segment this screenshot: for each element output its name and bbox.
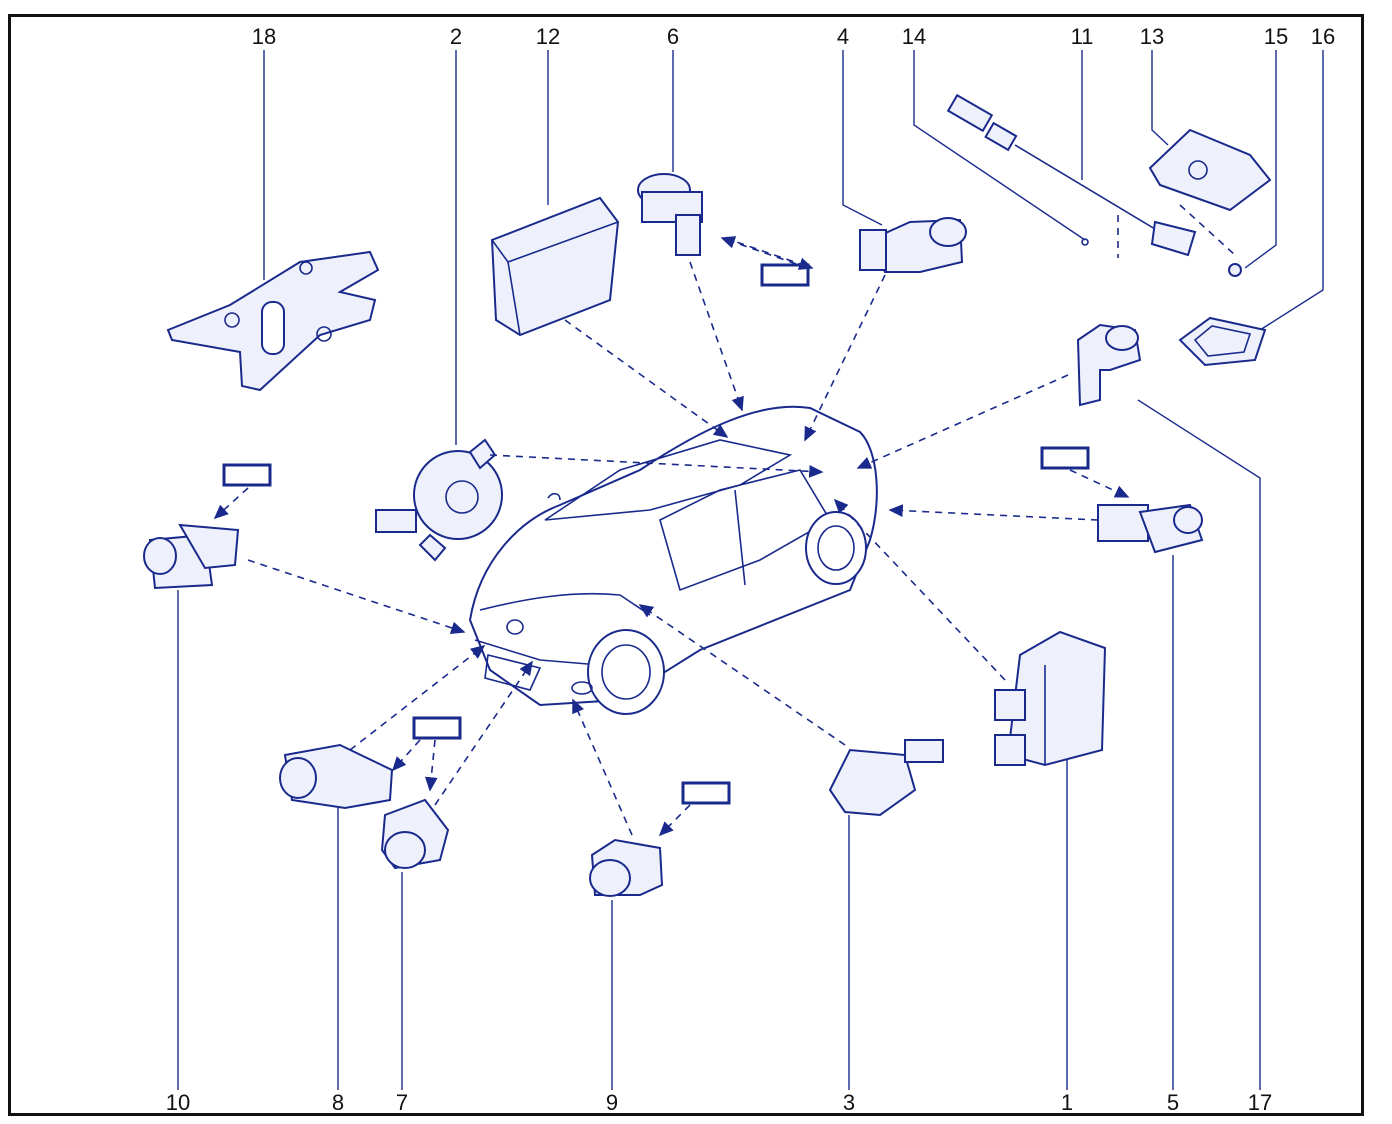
part-12-module: [490, 196, 620, 337]
label-9: 9: [605, 1090, 619, 1115]
label-18: 18: [251, 24, 277, 49]
part-8-sensor: [279, 743, 394, 810]
part-3-buzzer: [828, 739, 944, 817]
connection-arrows: [213, 204, 1236, 837]
car-illustration: [468, 405, 878, 715]
part-11-cable: [946, 93, 1197, 257]
label-13: 13: [1139, 24, 1165, 49]
label-4: 4: [836, 24, 850, 49]
part-7-sensor: [380, 798, 450, 870]
label-2: 2: [449, 24, 463, 49]
label-11: 11: [1070, 24, 1094, 49]
label-10: 10: [165, 1090, 191, 1115]
label-5: 5: [1166, 1090, 1180, 1115]
label-16: 16: [1310, 24, 1336, 49]
part-17-sensor: [1076, 323, 1142, 407]
part-9-sensor: [589, 838, 664, 897]
part-13-bracket: [1148, 128, 1272, 212]
label-17: 17: [1247, 1090, 1273, 1115]
label-1: 1: [1060, 1090, 1074, 1115]
label-7: 7: [395, 1090, 409, 1115]
part-16-trim: [1178, 316, 1267, 367]
part-15-screw: [1228, 263, 1242, 277]
part-1-module: [994, 630, 1107, 767]
part-5-sensor: [1097, 503, 1204, 554]
label-12: 12: [535, 24, 561, 49]
part-4-sensor: [859, 217, 967, 273]
label-3: 3: [842, 1090, 856, 1115]
label-8: 8: [331, 1090, 345, 1115]
part-18-bracket: [166, 250, 380, 392]
leader-lines: [177, 50, 1324, 1090]
part-2-buzzer: [375, 438, 503, 562]
part-6-sensor: [637, 173, 703, 256]
label-6: 6: [666, 24, 680, 49]
label-14: 14: [901, 24, 927, 49]
reference-tags: [222, 263, 1090, 805]
label-15: 15: [1263, 24, 1289, 49]
part-10-sensor: [143, 523, 240, 590]
